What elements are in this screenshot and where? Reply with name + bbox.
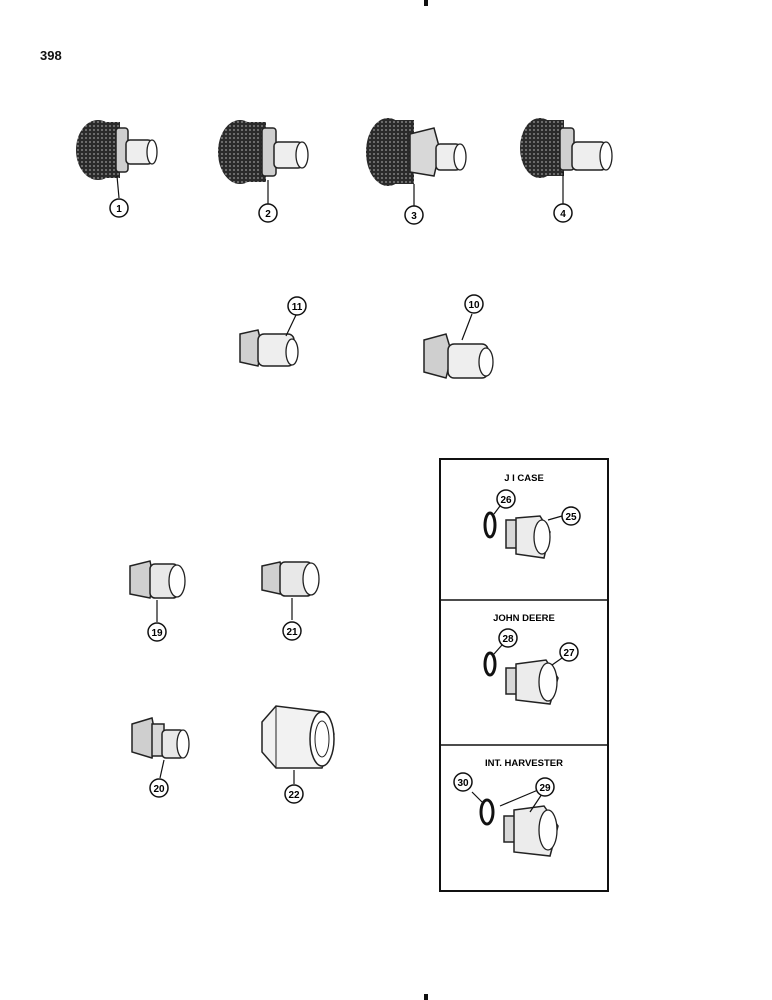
svg-text:19: 19: [151, 628, 163, 639]
svg-text:20: 20: [153, 784, 165, 795]
svg-text:25: 25: [565, 512, 577, 523]
callout-11: 11: [287, 296, 307, 316]
adapter-22: [261, 705, 335, 784]
svg-text:28: 28: [502, 634, 514, 645]
coupler-4: [520, 118, 613, 204]
svg-text:22: 22: [288, 790, 300, 801]
jicase-fitting-25: [483, 505, 563, 559]
svg-text:21: 21: [286, 627, 298, 638]
panel-title-jicase: J I CASE: [504, 473, 544, 484]
edge-mark-top: [424, 0, 428, 6]
callout-26: 26: [496, 489, 516, 509]
johndeere-fitting-27: [483, 644, 563, 705]
edge-mark-bottom: [424, 994, 428, 1000]
tip-11: [239, 314, 299, 367]
callout-3: 3: [404, 205, 424, 225]
callout-30: 30: [453, 772, 473, 792]
callout-27: 27: [559, 642, 579, 662]
svg-text:1: 1: [116, 204, 122, 215]
callout-19: 19: [147, 622, 167, 642]
callout-29: 29: [535, 777, 555, 797]
svg-text:27: 27: [563, 648, 575, 659]
callout-20: 20: [149, 778, 169, 798]
coupler-3: [366, 118, 467, 206]
intharvester-fitting-29: [471, 789, 559, 857]
callout-10: 10: [464, 294, 484, 314]
svg-text:30: 30: [457, 778, 469, 789]
coupler-2: [218, 120, 309, 204]
callout-22: 22: [284, 784, 304, 804]
callout-1: 1: [109, 198, 129, 218]
svg-text:10: 10: [468, 300, 480, 311]
svg-text:11: 11: [292, 302, 303, 313]
coupler-1: [76, 120, 158, 199]
callout-28: 28: [498, 628, 518, 648]
panel-box: [439, 458, 609, 892]
callout-25: 25: [561, 506, 581, 526]
svg-text:3: 3: [411, 211, 417, 222]
svg-text:29: 29: [539, 783, 551, 794]
callout-21: 21: [282, 621, 302, 641]
adapter-21: [261, 561, 320, 620]
callout-2: 2: [258, 203, 278, 223]
page-number: 398: [40, 48, 62, 63]
panel-title-johndeere: JOHN DEERE: [493, 613, 555, 624]
callout-4: 4: [553, 203, 573, 223]
adapter-20: [131, 717, 190, 779]
svg-text:26: 26: [500, 495, 512, 506]
panel-title-intharvester: INT. HARVESTER: [485, 758, 563, 769]
tip-10: [423, 313, 494, 379]
adapter-19: [129, 560, 186, 622]
svg-text:4: 4: [560, 209, 566, 220]
svg-text:2: 2: [265, 209, 271, 220]
